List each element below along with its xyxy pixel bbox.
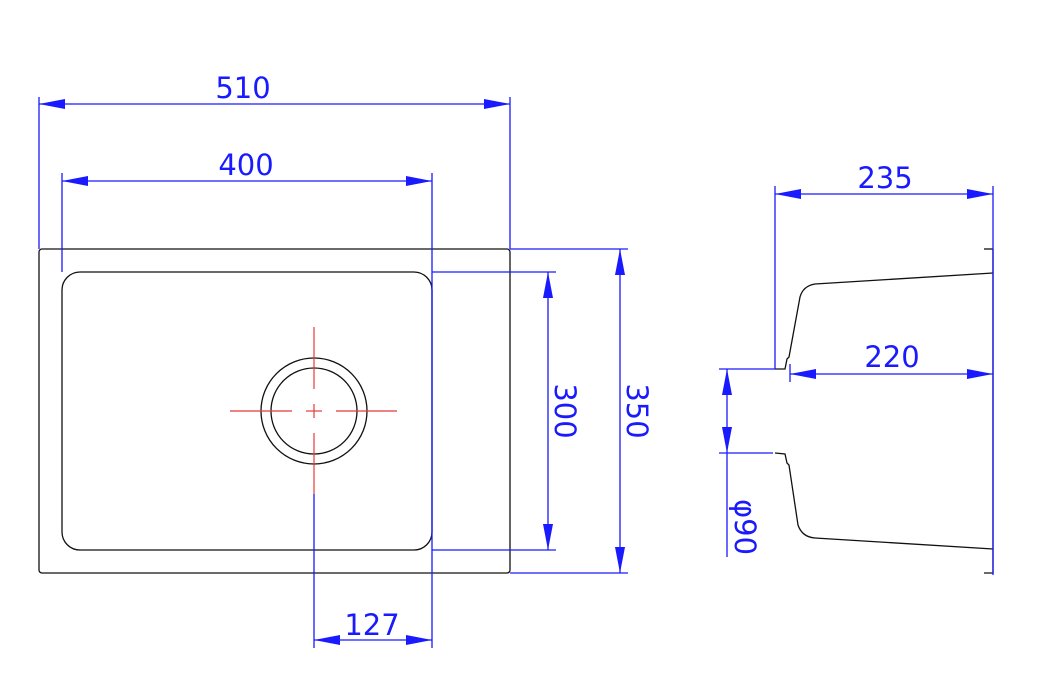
dimension-bowl-depth: 300 (432, 271, 582, 551)
dimension-label-220: 220 (864, 340, 919, 374)
drain-centerlines (230, 327, 397, 494)
top-view: 510 400 300 350 127 (38, 71, 654, 648)
dimension-label-phi90: φ90 (728, 499, 762, 555)
dimension-bowl-width: 400 (61, 148, 433, 648)
side-section-view: 235 220 φ90 (719, 161, 994, 575)
dimension-drain-diameter: φ90 (719, 368, 775, 557)
profile-lower (774, 452, 994, 550)
dimension-drain-offset: 127 (313, 494, 432, 648)
dimension-label-510: 510 (215, 71, 270, 105)
profile-upper (775, 272, 994, 370)
dimension-overall-width: 510 (38, 71, 511, 249)
dimension-overall-depth: 350 (510, 248, 654, 574)
dimension-side-bowl: 220 (789, 340, 993, 382)
dimension-label-127: 127 (344, 608, 399, 642)
sink-outer-outline (38, 248, 511, 574)
dimension-label-235: 235 (857, 161, 912, 195)
rim-bottom (984, 249, 994, 574)
dimension-label-300: 300 (548, 383, 582, 438)
dimension-side-overall: 235 (774, 161, 994, 575)
dimension-label-400: 400 (218, 148, 273, 182)
dimension-label-350: 350 (620, 383, 654, 438)
